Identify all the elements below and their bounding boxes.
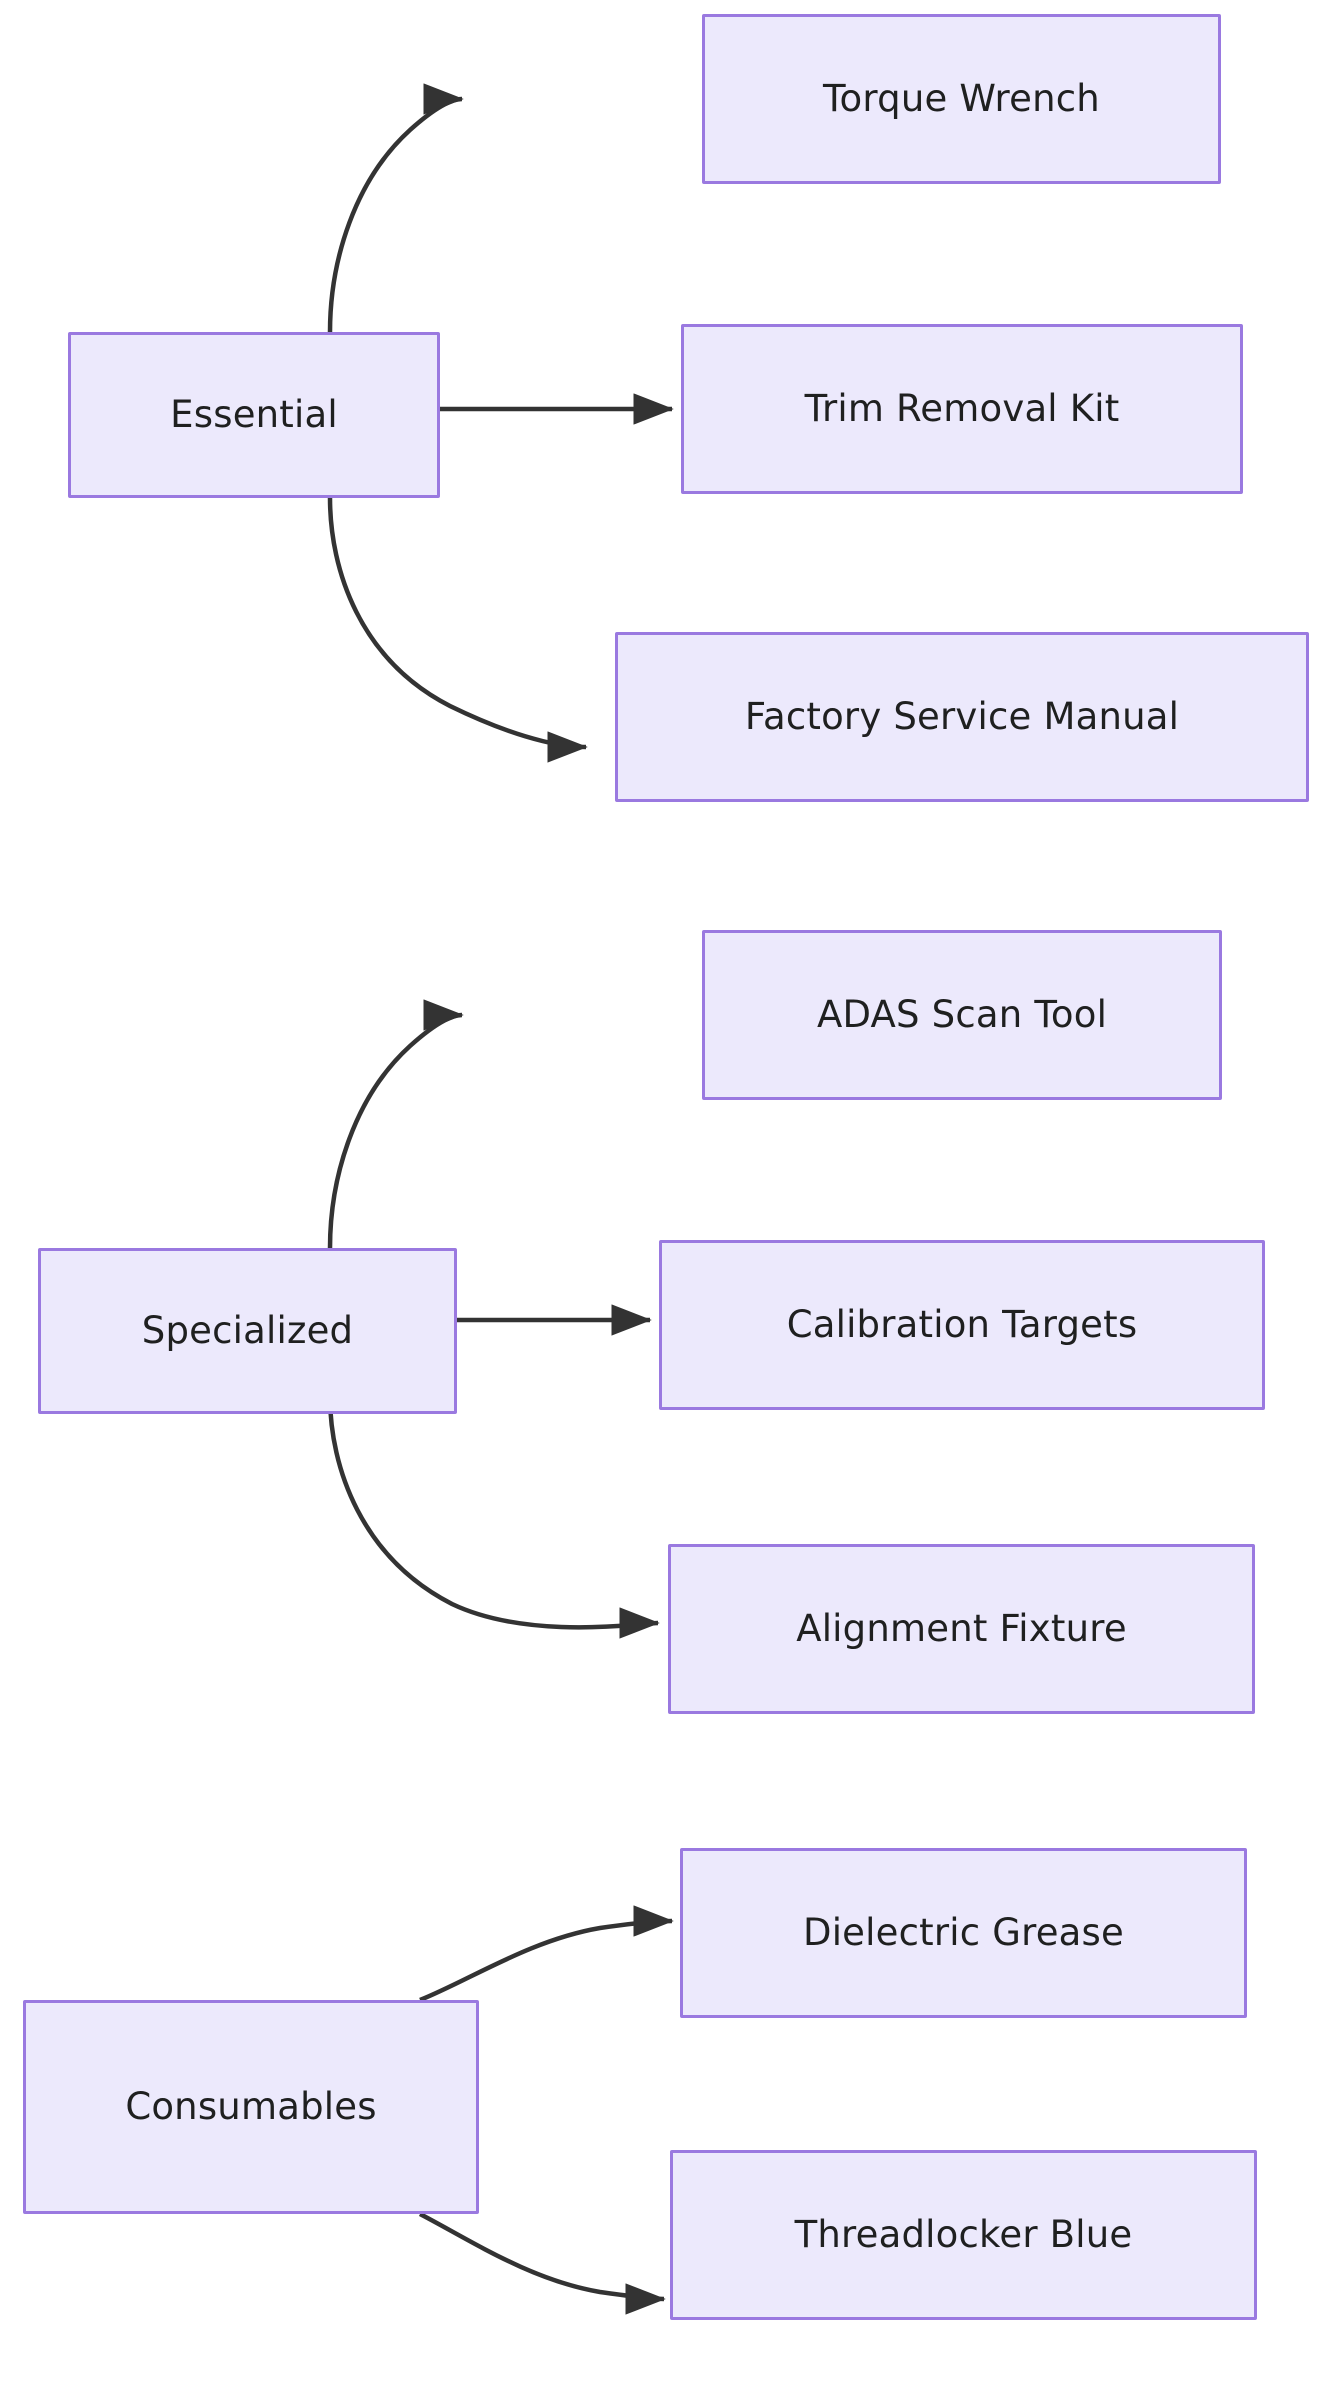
node-consumables[interactable]: Consumables — [23, 2000, 479, 2214]
node-consumables-label: Consumables — [125, 2084, 377, 2128]
node-trim-removal-kit-label: Trim Removal Kit — [804, 386, 1120, 430]
node-specialized-label: Specialized — [141, 1308, 354, 1352]
node-trim-removal-kit[interactable]: Trim Removal Kit — [681, 324, 1243, 494]
node-essential[interactable]: Essential — [68, 332, 440, 498]
node-threadlocker-blue-label: Threadlocker Blue — [794, 2212, 1133, 2256]
node-dielectric-grease-label: Dielectric Grease — [803, 1910, 1124, 1954]
node-factory-service-manual[interactable]: Factory Service Manual — [615, 632, 1309, 802]
node-factory-service-manual-label: Factory Service Manual — [744, 694, 1180, 738]
node-alignment-fixture-label: Alignment Fixture — [796, 1606, 1127, 1650]
node-threadlocker-blue[interactable]: Threadlocker Blue — [670, 2150, 1257, 2320]
node-calibration-targets-label: Calibration Targets — [786, 1302, 1138, 1346]
node-torque-wrench-label: Torque Wrench — [823, 76, 1100, 120]
edge-specialized-to-adas-scan-tool — [327, 999, 464, 1249]
node-adas-scan-tool[interactable]: ADAS Scan Tool — [702, 930, 1222, 1100]
node-specialized[interactable]: Specialized — [38, 1248, 457, 1414]
edge-consumables-to-threadlocker-blue — [418, 2212, 666, 2315]
node-alignment-fixture[interactable]: Alignment Fixture — [668, 1544, 1255, 1714]
node-torque-wrench[interactable]: Torque Wrench — [702, 14, 1221, 184]
edge-specialized-to-alignment-fixture — [327, 1395, 660, 1639]
node-calibration-targets[interactable]: Calibration Targets — [659, 1240, 1265, 1410]
edge-consumables-to-dielectric-grease — [419, 1905, 674, 2003]
node-essential-label: Essential — [170, 392, 338, 436]
node-adas-scan-tool-label: ADAS Scan Tool — [816, 992, 1108, 1036]
edge-essential-to-factory-service-manual — [327, 497, 588, 763]
node-dielectric-grease[interactable]: Dielectric Grease — [680, 1848, 1247, 2018]
edge-essential-to-torque-wrench — [327, 83, 464, 333]
